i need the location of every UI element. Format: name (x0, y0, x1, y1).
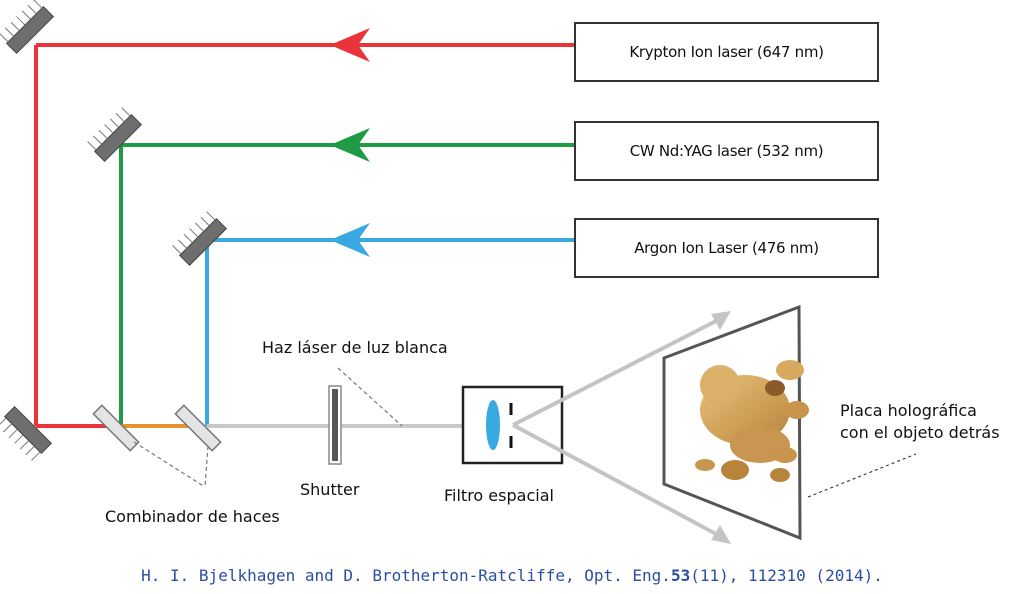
white-beam-leader (337, 367, 403, 427)
blue-arrowhead (330, 223, 370, 257)
expanding-beam-arrow-top (711, 311, 731, 330)
laser-label-argon: Argon Ion Laser (476 nm) (634, 239, 819, 257)
red-beam (34, 43, 575, 428)
beam-combiner-2 (174, 404, 222, 452)
shutter-label: Shutter (300, 480, 360, 499)
plate-label-line1: Placa holográfica (840, 401, 977, 420)
shutter (328, 385, 342, 465)
white-beam-label: Haz láser de luz blanca (262, 338, 448, 357)
laser-label-ndyag: CW Nd:YAG laser (532 nm) (629, 142, 824, 160)
citation-rest: (11), 112310 (2014). (690, 566, 883, 585)
mirror-red-top (0, 0, 55, 55)
plate-label-line2: con el objeto detrás (840, 423, 1000, 442)
mirror-red-bottom (0, 405, 53, 461)
laser-label-krypton: Krypton Ion laser (647 nm) (629, 43, 824, 61)
mirror-green-top (87, 107, 143, 163)
expanding-beam (512, 318, 719, 537)
laser-box-argon: Argon Ion Laser (476 nm) (574, 218, 879, 278)
green-arrowhead (330, 128, 370, 162)
laser-box-krypton: Krypton Ion laser (647 nm) (574, 22, 879, 82)
combiner-leader-2 (204, 445, 209, 488)
green-beam (119, 143, 575, 426)
laser-box-ndyag: CW Nd:YAG laser (532 nm) (574, 121, 879, 181)
spatial-filter (461, 385, 564, 465)
combiner-leader-1 (133, 441, 206, 488)
plate-label: Placa holográfica con el objeto detrás (840, 400, 1000, 444)
expanding-beam-arrow-bottom (711, 525, 731, 544)
plate-leader (807, 453, 917, 498)
object-figurine (695, 360, 809, 482)
beam-combiner-label: Combinador de haces (105, 507, 280, 526)
spatial-filter-label: Filtro espacial (444, 486, 554, 505)
mirror-blue-top (172, 211, 228, 267)
red-arrowhead (330, 28, 370, 62)
spatial-filter-lens (486, 400, 500, 450)
blue-beam (205, 238, 575, 426)
citation-volume: 53 (670, 566, 691, 585)
citation: H. I. Bjelkhagen and D. Brotherton-Ratcl… (0, 566, 1024, 585)
beam-combiner-1 (92, 404, 140, 452)
citation-authors: H. I. Bjelkhagen and D. Brotherton-Ratcl… (141, 566, 671, 585)
